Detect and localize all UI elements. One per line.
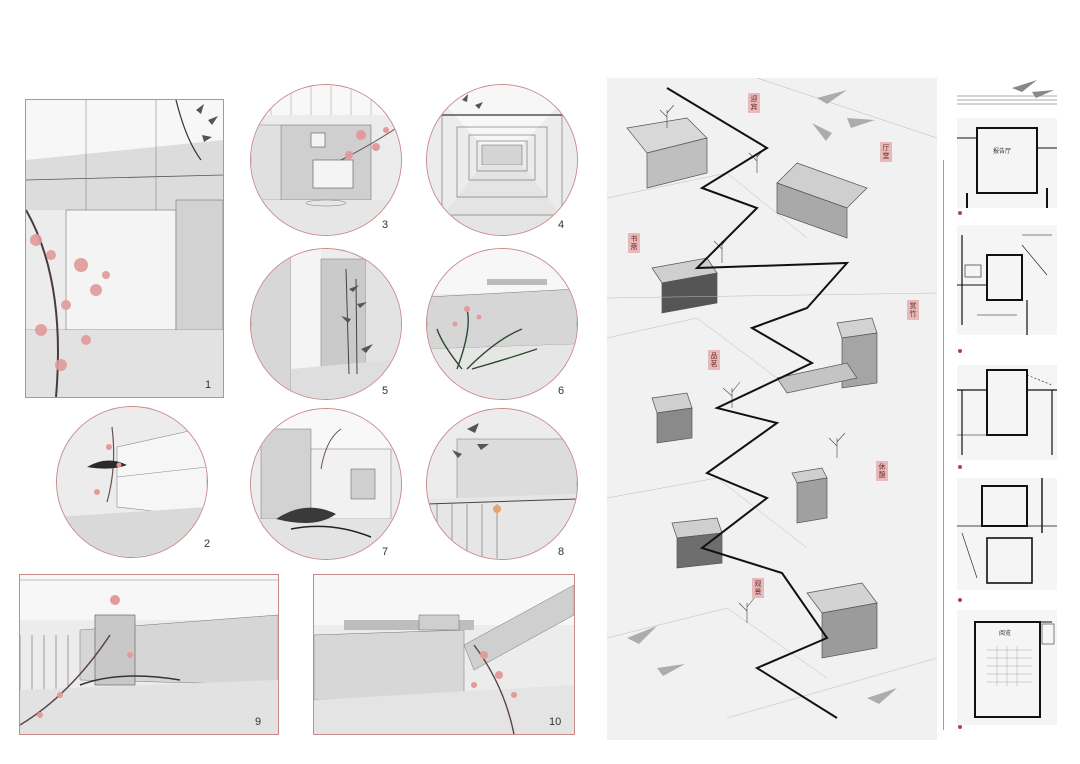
view-number-7: 7 — [382, 546, 389, 558]
view-6-circle — [426, 248, 578, 400]
view-number-3: 3 — [382, 219, 389, 231]
plan-marker-3 — [958, 465, 962, 469]
view-6-sketch — [427, 249, 577, 399]
plan-marker-1 — [958, 211, 962, 215]
view-number-2: 2 — [204, 538, 211, 550]
view-number-9: 9 — [255, 716, 262, 728]
view-9-sketch — [20, 575, 278, 734]
floor-plan-1: 报告厅 — [957, 118, 1057, 208]
route-axonometric-sketch — [607, 78, 937, 740]
view-8-circle — [426, 408, 578, 560]
route-tag-4: 赏竹 — [907, 300, 919, 320]
view-number-5: 5 — [382, 385, 389, 397]
view-2-circle — [56, 406, 208, 558]
route-tag-3: 书斋 — [628, 233, 640, 253]
view-10-sketch — [314, 575, 574, 734]
plan-marker-5 — [958, 725, 962, 729]
route-tag-5: 品茗 — [708, 350, 720, 370]
route-tag-2: 厅堂 — [880, 142, 892, 162]
plan-marker-2 — [958, 349, 962, 353]
view-4-sketch — [427, 85, 577, 235]
view-8-sketch — [427, 409, 577, 559]
view-4-circle — [426, 84, 578, 236]
floor-plan-2 — [957, 225, 1057, 335]
header-ink-decoration — [957, 78, 1057, 114]
view-7-circle — [250, 408, 402, 560]
view-number-8: 8 — [558, 546, 565, 558]
route-tag-1: 迎宾 — [748, 93, 760, 113]
view-5-sketch — [251, 249, 401, 399]
view-number-10: 10 — [549, 716, 562, 728]
view-1-sketch — [26, 100, 223, 397]
floor-plan-5: 阅览 — [957, 610, 1057, 725]
view-5-circle — [250, 248, 402, 400]
route-tag-6: 休憩 — [876, 461, 888, 481]
route-tag-7: 观景 — [752, 578, 764, 598]
view-7-sketch — [251, 409, 401, 559]
floor-plan-4 — [957, 478, 1057, 590]
view-1-frame — [25, 99, 224, 398]
floor-plan-3 — [957, 365, 1057, 460]
plan-label-report-hall: 报告厅 — [993, 148, 1012, 155]
view-number-4: 4 — [558, 219, 565, 231]
route-axonometric-panel: 迎宾 厅堂 书斋 赏竹 品茗 休憩 观景 — [607, 78, 937, 740]
view-2-sketch — [57, 407, 207, 557]
view-3-circle — [250, 84, 402, 236]
plan-label-reading: 阅览 — [999, 630, 1012, 637]
view-10-frame — [313, 574, 575, 735]
divider-line — [943, 160, 944, 730]
view-9-frame — [19, 574, 279, 735]
view-3-sketch — [251, 85, 401, 235]
view-number-1: 1 — [205, 379, 212, 391]
plan-marker-4 — [958, 598, 962, 602]
view-number-6: 6 — [558, 385, 565, 397]
